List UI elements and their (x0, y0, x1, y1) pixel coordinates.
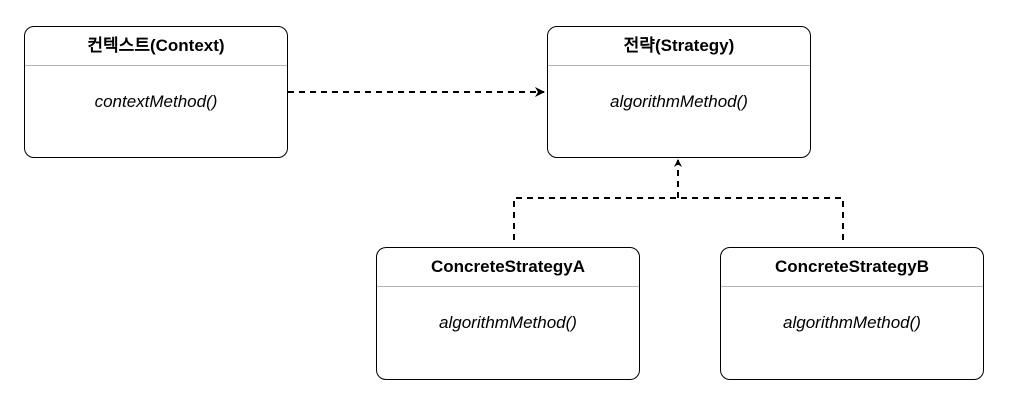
concrete-strategy-b-method: algorithmMethod() (783, 313, 921, 332)
context-class-box[interactable]: 컨텍스트(Context) contextMethod() (24, 26, 288, 158)
concrete-strategy-a-method: algorithmMethod() (439, 313, 577, 332)
strategy-class-method: algorithmMethod() (610, 92, 748, 111)
concrete-strategy-a-title: ConcreteStrategyA (377, 248, 639, 287)
concrete-strategy-a-box[interactable]: ConcreteStrategyA algorithmMethod() (376, 247, 640, 380)
context-class-method: contextMethod() (94, 92, 218, 111)
strategy-class-box[interactable]: 전략(Strategy) algorithmMethod() (547, 26, 811, 158)
concrete-a-implements-line (513, 197, 678, 240)
concrete-b-implements-line (678, 197, 844, 240)
context-class-title: 컨텍스트(Context) (25, 27, 287, 66)
strategy-class-title: 전략(Strategy) (548, 27, 810, 66)
concrete-strategy-b-box[interactable]: ConcreteStrategyB algorithmMethod() (720, 247, 984, 380)
concrete-strategy-b-title: ConcreteStrategyB (721, 248, 983, 287)
